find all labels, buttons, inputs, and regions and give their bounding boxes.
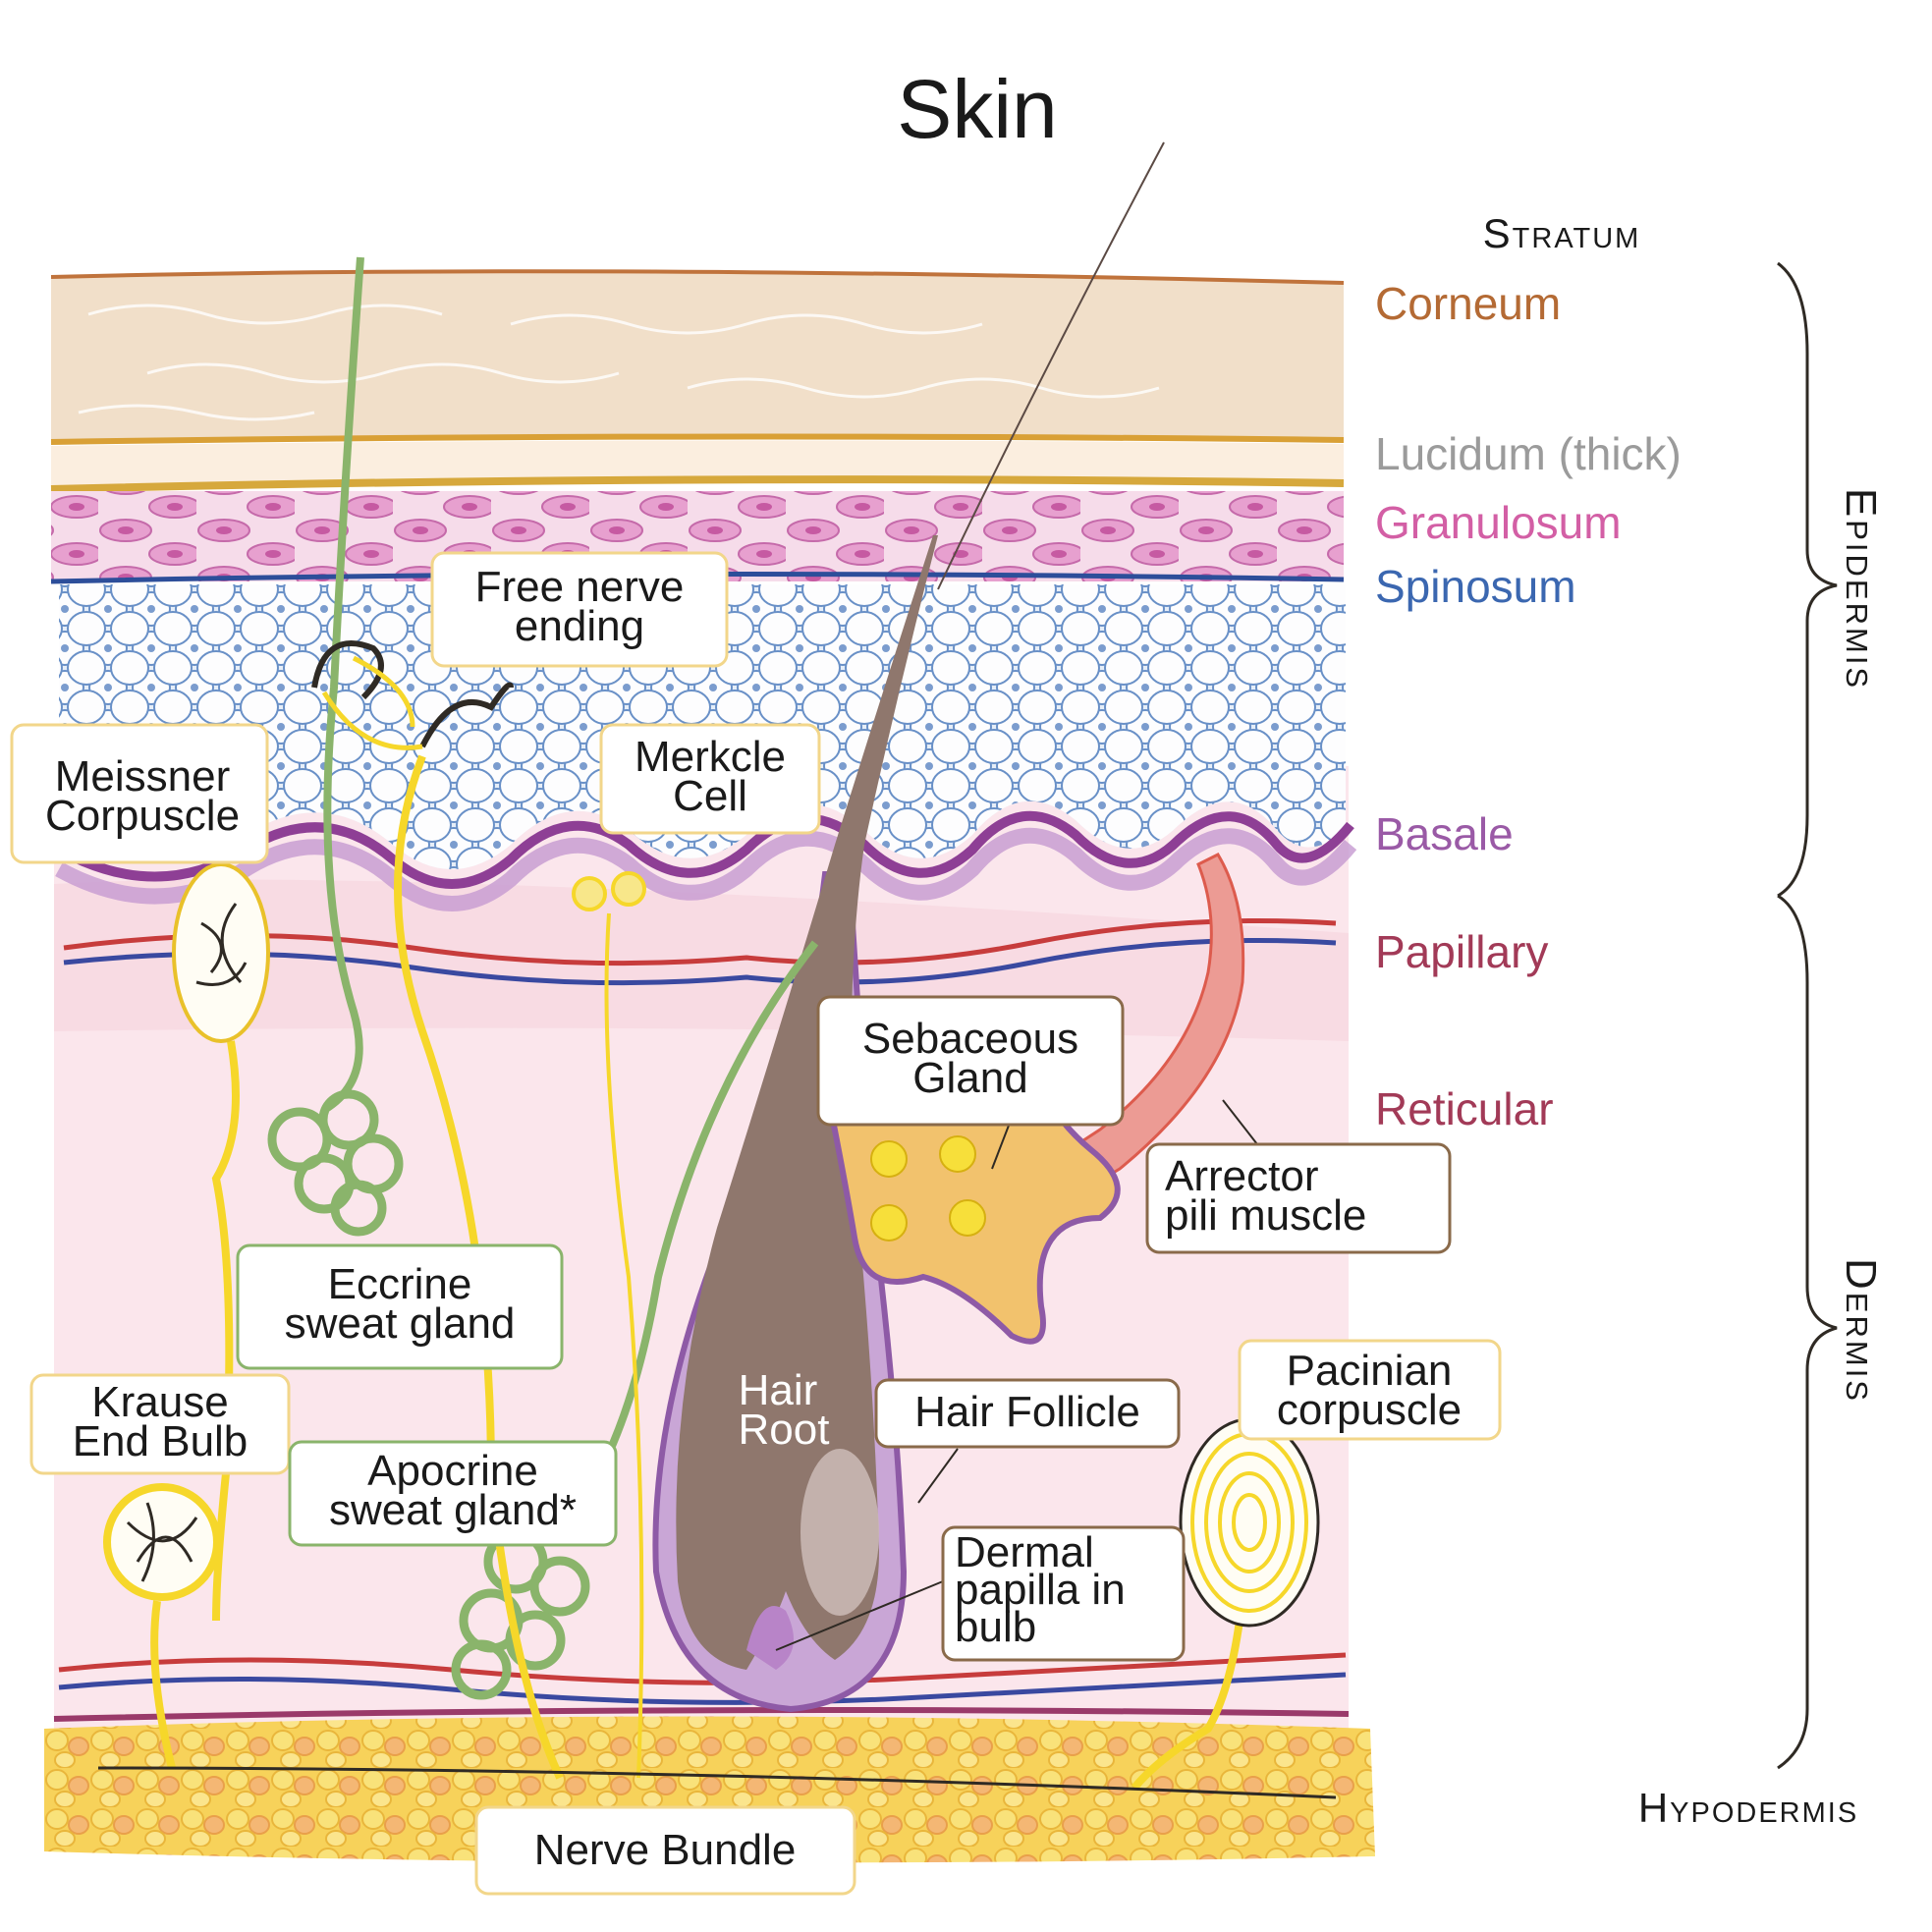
- label-reticular: Reticular: [1375, 1083, 1554, 1134]
- svg-text:sweat gland*: sweat gland*: [329, 1486, 577, 1534]
- svg-text:pili muscle: pili muscle: [1165, 1191, 1366, 1240]
- nerve-free-ending: [394, 754, 564, 1780]
- svg-text:Free nerve: Free nerve: [475, 563, 685, 611]
- svg-text:corpuscle: corpuscle: [1277, 1386, 1462, 1434]
- nerve-merkle: [604, 912, 644, 1779]
- svg-text:Cell: Cell: [673, 772, 747, 820]
- callout-meissner-corpuscle: Meissner Corpuscle: [10, 723, 269, 864]
- dermal-papilla: [746, 1606, 794, 1670]
- blood-vessel-top: [63, 918, 1337, 966]
- label-epidermis: Epidermis: [1837, 488, 1885, 690]
- svg-text:Eccrine: Eccrine: [328, 1260, 472, 1308]
- svg-text:Hair Follicle: Hair Follicle: [914, 1388, 1140, 1436]
- epidermis-brace: [1777, 261, 1838, 898]
- hair-shaft: [676, 535, 938, 1670]
- svg-text:Merkcle: Merkcle: [635, 733, 786, 781]
- callout-krause-end-bulb: Krause End Bulb: [29, 1373, 291, 1475]
- svg-text:End Bulb: End Bulb: [73, 1417, 248, 1465]
- callout-nerve-bundle: Nerve Bundle: [474, 1805, 856, 1896]
- corneum-layer: [51, 271, 1344, 444]
- label-granulosum: Granulosum: [1375, 497, 1622, 548]
- hypodermis-layer: [44, 1716, 1375, 1863]
- callout-pacinian-corpuscle: Pacinian corpuscle: [1238, 1339, 1502, 1441]
- diagram-title: Skin: [897, 63, 1057, 155]
- label-papillary: Papillary: [1375, 926, 1548, 977]
- svg-text:Dermal: Dermal: [955, 1528, 1094, 1576]
- callout-eccrine-sweat-gland: Eccrine sweat gland: [236, 1243, 564, 1370]
- svg-text:ending: ending: [515, 602, 644, 650]
- label-dermis: Dermis: [1837, 1258, 1885, 1404]
- eccrine-sweat-gland-coil: [267, 1089, 404, 1237]
- pacinian-corpuscle: [1179, 1417, 1320, 1628]
- callout-free-nerve-ending: Free nerve ending: [430, 551, 729, 668]
- callout-merkle-cell: Merkcle Cell: [599, 723, 821, 835]
- callout-dermal-papilla: Dermal papilla in bulb: [941, 1525, 1186, 1662]
- svg-text:Krause: Krause: [91, 1378, 228, 1426]
- merkle-cell: [572, 871, 646, 911]
- callout-hair-follicle: Hair Follicle: [874, 1378, 1181, 1449]
- svg-text:Root: Root: [739, 1406, 830, 1454]
- svg-text:Arrector: Arrector: [1165, 1152, 1318, 1200]
- label-basale: Basale: [1375, 808, 1514, 859]
- callout-sebaceous-gland: Sebaceous Gland: [816, 995, 1125, 1127]
- callout-apocrine-sweat-gland: Apocrine sweat gland*: [288, 1440, 618, 1547]
- label-hair-root: Hair Root: [739, 1366, 830, 1454]
- svg-text:Meissner: Meissner: [55, 752, 231, 800]
- svg-text:Apocrine: Apocrine: [367, 1447, 538, 1495]
- svg-text:Gland: Gland: [912, 1054, 1027, 1102]
- label-lucidum: Lucidum (thick): [1375, 428, 1682, 479]
- stratum-header: Stratum: [1483, 210, 1641, 256]
- svg-text:papilla in: papilla in: [955, 1566, 1126, 1614]
- nerve-krause: [150, 1600, 176, 1769]
- svg-text:Pacinian: Pacinian: [1287, 1347, 1453, 1395]
- nerve-bundle-line: [97, 1766, 1337, 1799]
- svg-text:bulb: bulb: [955, 1603, 1036, 1651]
- svg-text:Sebaceous: Sebaceous: [862, 1015, 1078, 1063]
- svg-text:Nerve Bundle: Nerve Bundle: [534, 1826, 797, 1874]
- label-corneum: Corneum: [1375, 278, 1561, 329]
- label-spinosum: Spinosum: [1375, 561, 1576, 612]
- dermis-brace: [1777, 894, 1838, 1770]
- eccrine-sweat-gland-duct: [321, 256, 364, 1114]
- label-hypodermis: Hypodermis: [1638, 1785, 1858, 1831]
- blood-vessel-bottom: [58, 1652, 1347, 1685]
- svg-text:Hair: Hair: [739, 1366, 818, 1414]
- svg-text:sweat gland: sweat gland: [285, 1299, 516, 1348]
- svg-text:Corpuscle: Corpuscle: [45, 792, 240, 840]
- callout-arrector-pili-muscle: Arrector pili muscle: [1145, 1142, 1452, 1254]
